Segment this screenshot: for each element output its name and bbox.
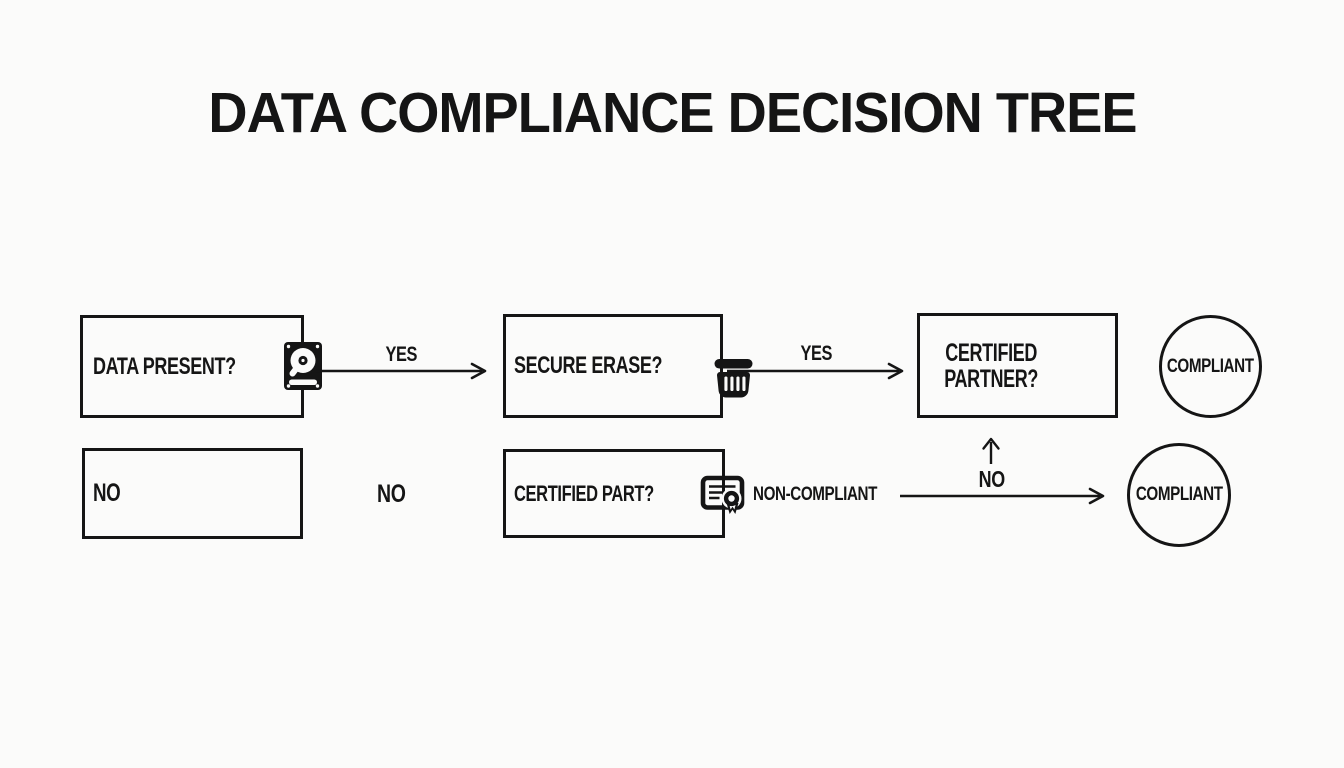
node-data-present: DATA PRESENT? bbox=[80, 315, 323, 418]
non-compliant-label: NON-COMPLIANT bbox=[753, 484, 908, 506]
non-compliant-arrow bbox=[900, 486, 1106, 506]
yes-arrow-1 bbox=[316, 361, 488, 381]
certified-partner-line1: CERTIFIED bbox=[945, 338, 1038, 367]
no-label-up-text: NO bbox=[978, 466, 1006, 492]
secure-erase-label: SECURE ERASE? bbox=[514, 352, 663, 379]
yes-label-1-text: YES bbox=[385, 343, 417, 366]
page-title-text: DATA COMPLIANCE DECISION TREE bbox=[207, 81, 1137, 145]
node-certified-part: CERTIFIED PART? bbox=[503, 449, 745, 538]
data-present-label: DATA PRESENT? bbox=[93, 352, 236, 380]
no-up-arrow bbox=[978, 435, 1004, 465]
yes-label-2-text: YES bbox=[800, 342, 832, 365]
compliant-label-bottom: COMPLIANT bbox=[1135, 484, 1223, 505]
certified-part-label: CERTIFIED PART? bbox=[514, 480, 654, 506]
yes-label-2: YES bbox=[727, 342, 905, 366]
no-label-up: NO bbox=[958, 466, 1026, 493]
no-label-middle-text: NO bbox=[376, 480, 406, 508]
yes-arrow-2 bbox=[727, 361, 905, 381]
node-secure-erase: SECURE ERASE? bbox=[503, 314, 753, 418]
compliant-label-top: COMPLIANT bbox=[1167, 355, 1254, 377]
hard-drive-icon bbox=[283, 341, 323, 391]
terminal-compliant-top: COMPLIANT bbox=[1159, 315, 1262, 418]
no-box-label: NO bbox=[93, 479, 121, 507]
no-label-middle: NO bbox=[358, 480, 424, 509]
certified-partner-line2: PARTNER? bbox=[944, 364, 1039, 393]
page-title: DATA COMPLIANCE DECISION TREE bbox=[0, 80, 1344, 146]
node-certified-partner: CERTIFIED PARTNER? bbox=[917, 313, 1118, 418]
yes-label-1: YES bbox=[315, 343, 487, 367]
non-compliant-label-text: NON-COMPLIANT bbox=[753, 484, 877, 505]
certificate-icon bbox=[700, 475, 745, 517]
node-no: NO bbox=[82, 448, 303, 539]
terminal-compliant-bottom: COMPLIANT bbox=[1127, 443, 1231, 547]
trash-bin-icon bbox=[712, 355, 755, 401]
